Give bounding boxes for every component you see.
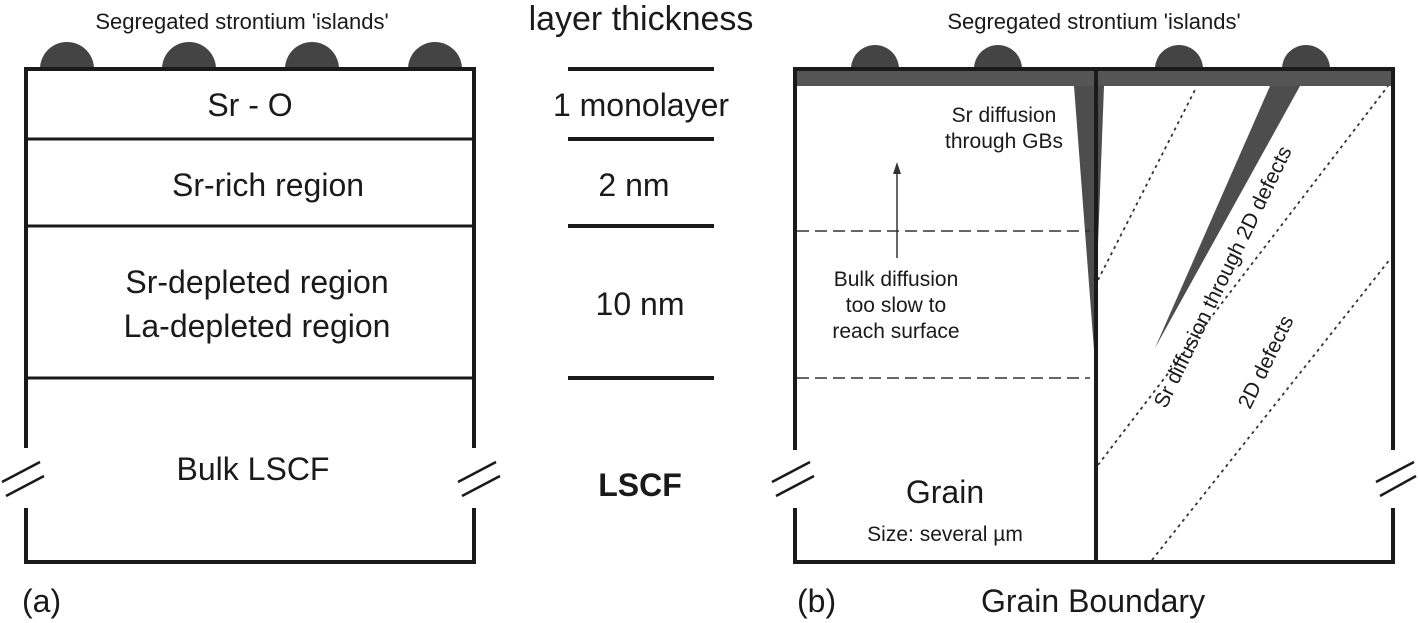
break-mark-left — [1, 460, 45, 498]
panel-b-label: (b) — [797, 583, 836, 619]
gb-diffusion-wedge — [1074, 86, 1104, 350]
defect-diffusion-wedge — [1155, 86, 1300, 348]
panel-a-label: (a) — [22, 583, 61, 619]
sr-depleted-layer-label: Sr-depleted region — [125, 264, 388, 300]
sr-island — [162, 42, 216, 69]
islands-label: Segregated strontium 'islands' — [95, 9, 388, 34]
break-mark-right — [1375, 460, 1417, 498]
grain-size-label: Size: several µm — [867, 523, 1023, 546]
islands-label: Segregated strontium 'islands' — [947, 9, 1240, 34]
gb-diffusion-label-line1: Sr diffusion — [952, 104, 1057, 127]
thickness-monolayer: 1 monolayer — [553, 87, 729, 123]
thickness-column: layer thickness 1 monolayer 2 nm 10 nm L… — [529, 0, 754, 503]
panel-b: Segregated strontium 'islands' Sr diffus… — [771, 9, 1417, 619]
defect-line — [1097, 85, 1389, 466]
sr-island — [974, 45, 1022, 69]
sr-island — [408, 42, 462, 69]
grain-boundary-label: Grain Boundary — [981, 583, 1205, 619]
break-mark-right — [457, 460, 501, 498]
panel-a: Segregated strontium 'islands' Sr - O Sr… — [1, 9, 501, 619]
sr-island — [40, 42, 94, 69]
thickness-10nm: 10 nm — [596, 286, 685, 322]
sro-layer-label: Sr - O — [207, 87, 292, 123]
bulk-layer-label: Bulk LSCF — [177, 451, 330, 487]
sr-island — [1155, 45, 1203, 69]
defect-diffusion-label: Sr diffusion through 2D defects — [1150, 143, 1297, 412]
gb-diffusion-label-line2: through GBs — [945, 130, 1063, 153]
defect-line — [1151, 257, 1392, 561]
sr-rich-layer-label: Sr-rich region — [172, 167, 364, 203]
sr-island — [285, 42, 339, 69]
sr-island — [851, 45, 899, 69]
bulk-diffusion-label-line2: too slow to — [846, 294, 946, 317]
grain-label: Grain — [906, 474, 984, 510]
thickness-header: layer thickness — [529, 0, 754, 38]
bulk-diffusion-label-line3: reach surface — [832, 320, 959, 343]
thickness-lscf: LSCF — [598, 467, 682, 503]
defects-label: 2D defects — [1234, 312, 1299, 412]
thickness-2nm: 2 nm — [598, 167, 669, 203]
break-mark-left — [771, 460, 815, 498]
bulk-diffusion-label-line1: Bulk diffusion — [834, 268, 959, 291]
arrow-head — [893, 162, 901, 174]
sr-island — [1282, 45, 1330, 69]
defect-line — [1097, 87, 1197, 281]
la-depleted-layer-label: La-depleted region — [124, 308, 391, 344]
